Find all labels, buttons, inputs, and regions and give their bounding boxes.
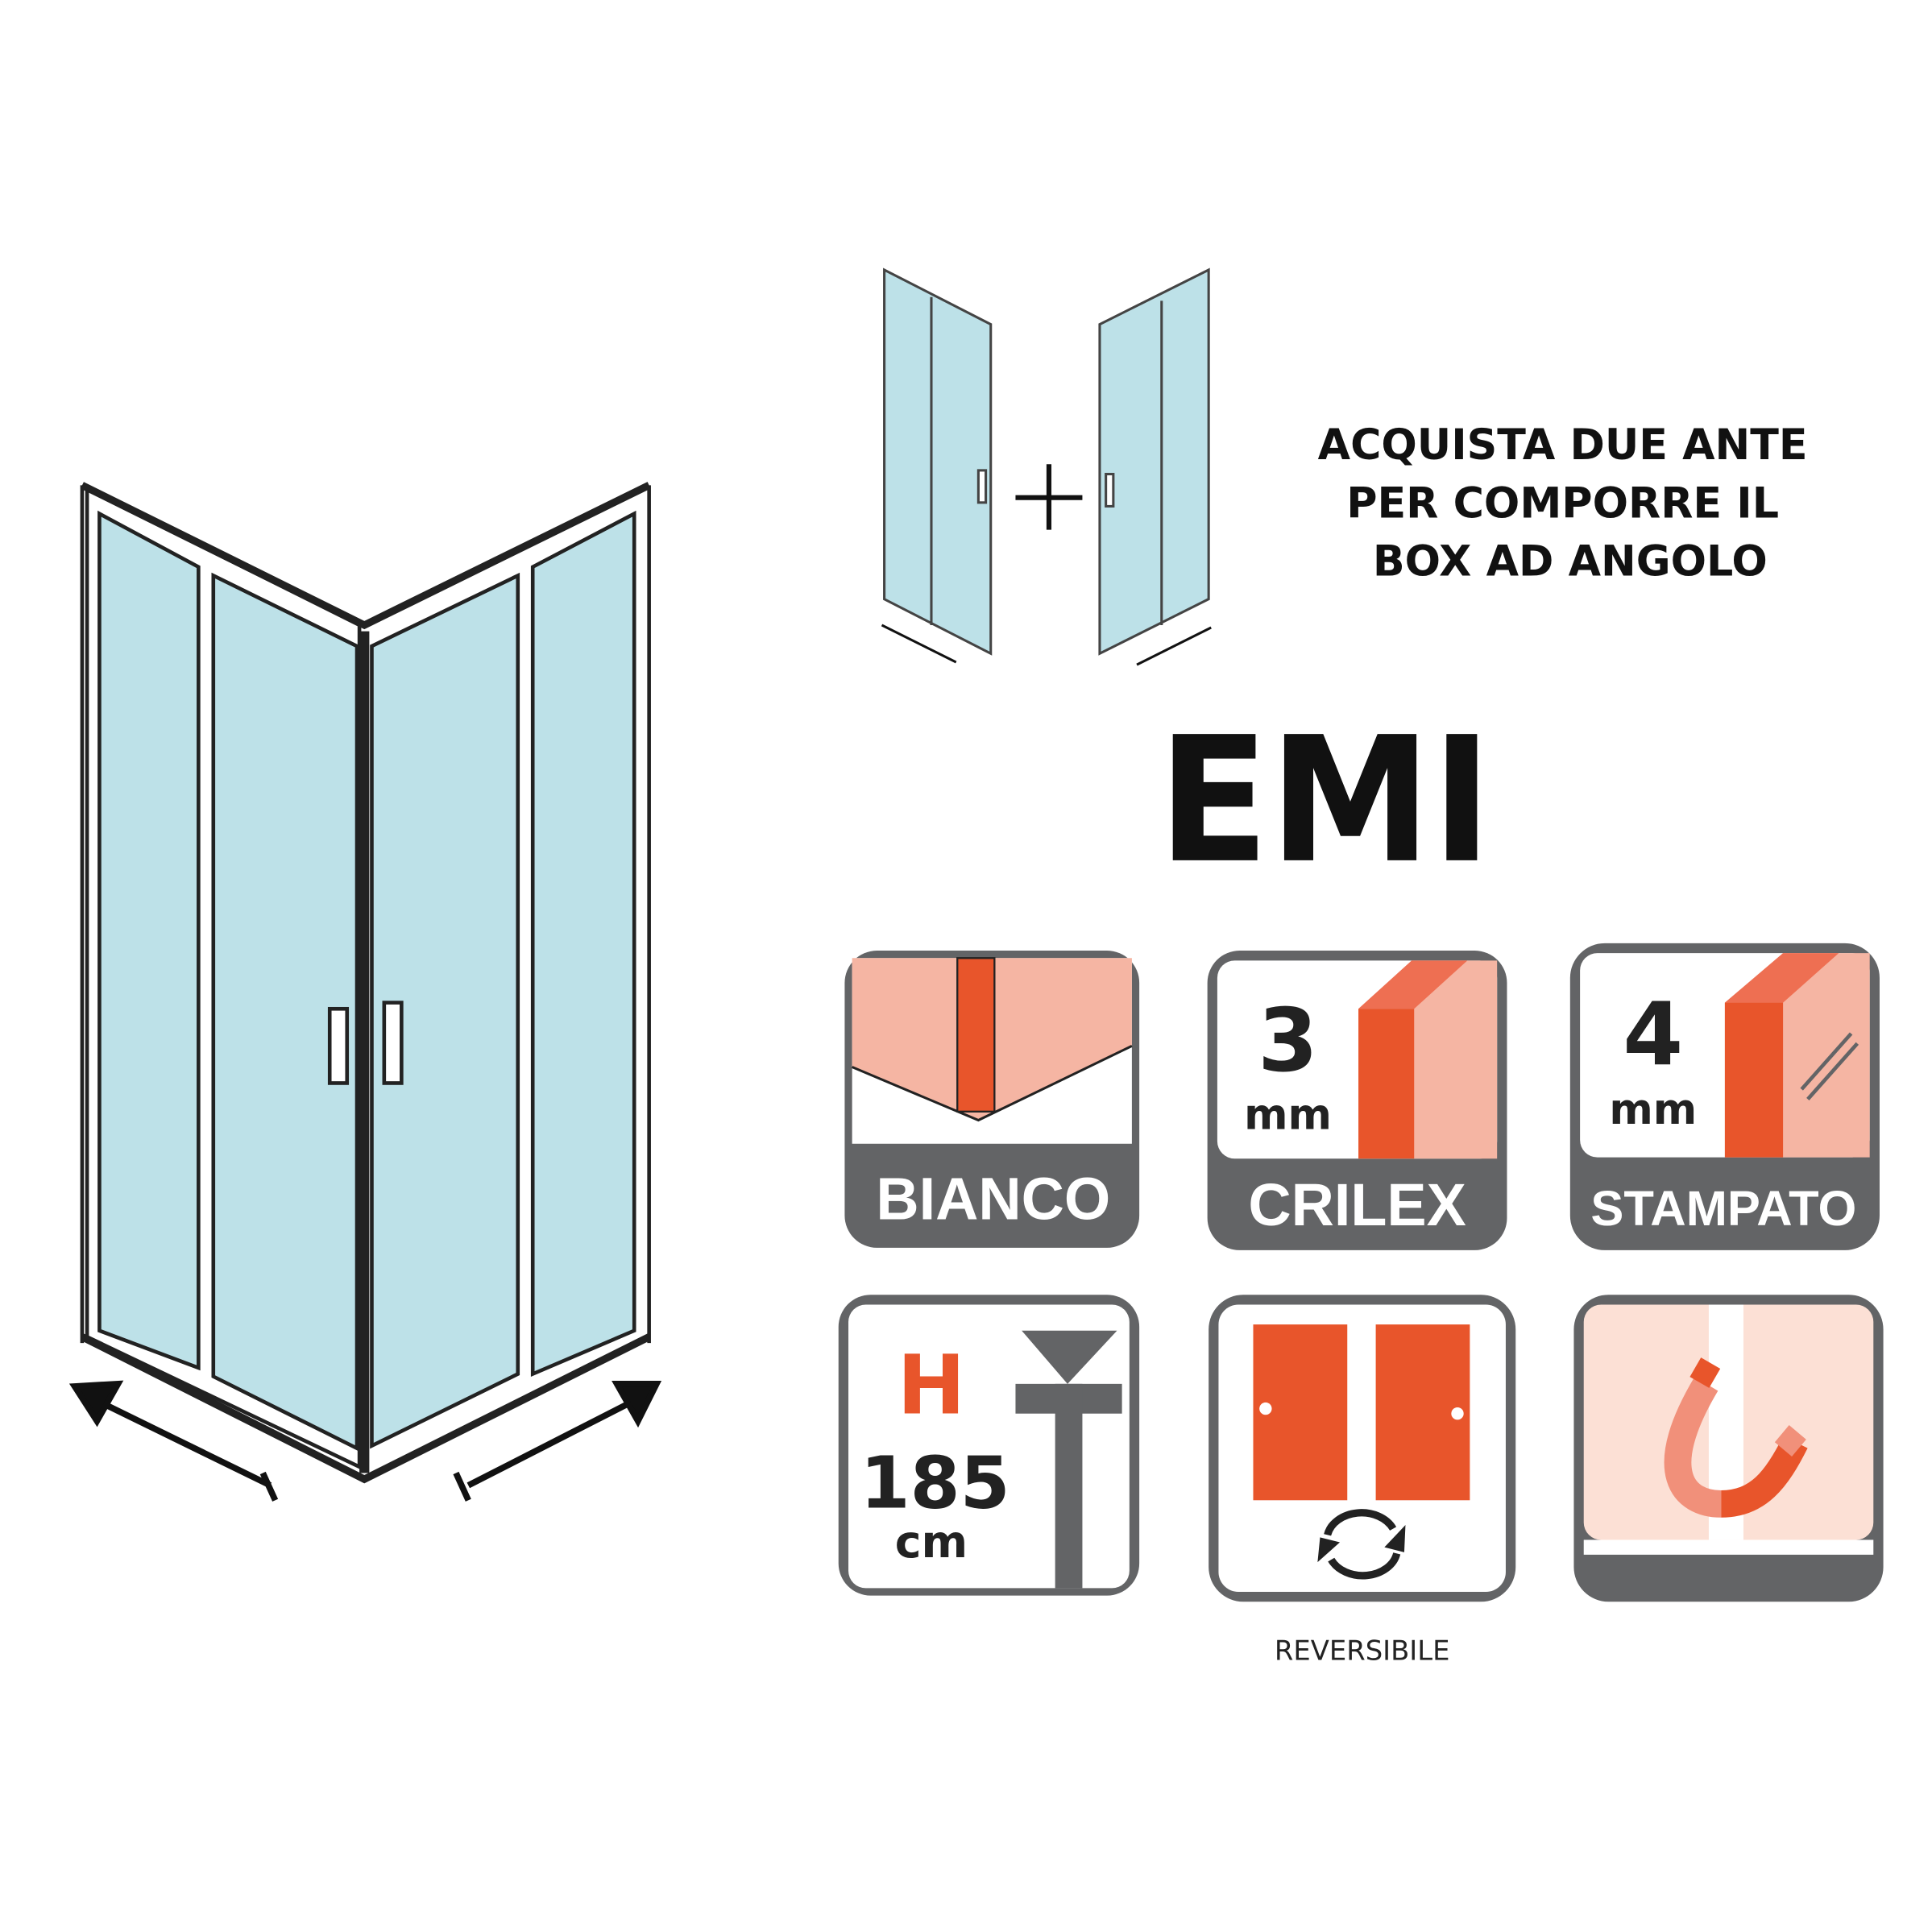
promo-line-1: ACQUISTA DUE ANTE <box>1318 421 1808 470</box>
width-arrow-icon <box>68 1380 662 1502</box>
corner-shower-illustration <box>80 482 651 1484</box>
feature-frame-color: BIANCO <box>844 951 1140 1248</box>
height-letter: H <box>898 1338 966 1433</box>
plus-icon <box>1015 464 1083 530</box>
height-unit: cm <box>895 1517 968 1568</box>
thickness-number: 3 <box>1258 991 1318 1092</box>
promo-text: ACQUISTA DUE ANTE PER COMPORRE IL BOX AD… <box>1318 421 1808 586</box>
reversible-label: REVERSIBILE <box>1275 1635 1450 1666</box>
thickness-unit: mm <box>1244 1091 1332 1139</box>
glass-type-label: CRILEX <box>1248 1171 1466 1238</box>
two-panels-illustration <box>881 267 1212 666</box>
feature-reversible <box>1209 1295 1516 1602</box>
promo-line-3: BOX AD ANGOLO <box>1373 537 1768 586</box>
thickness-number: 4 <box>1623 984 1683 1085</box>
promo-line-2: PER COMPORRE IL <box>1346 479 1779 528</box>
feature-height: H 185 cm <box>838 1295 1140 1596</box>
thickness-unit: mm <box>1609 1086 1697 1134</box>
feature-magnetic-closure <box>1573 1295 1884 1602</box>
feature-glass-3mm: 3 mm CRILEX <box>1207 951 1507 1250</box>
product-name: EMI <box>1158 699 1492 901</box>
glass-type-label: STAMPATO <box>1590 1181 1856 1237</box>
reverse-arrows-icon <box>1324 1509 1401 1580</box>
feature-glass-4mm: 4 mm STAMPATO <box>1569 943 1880 1250</box>
frame-label: BIANCO <box>876 1165 1110 1232</box>
height-value: 185 <box>860 1442 1010 1526</box>
